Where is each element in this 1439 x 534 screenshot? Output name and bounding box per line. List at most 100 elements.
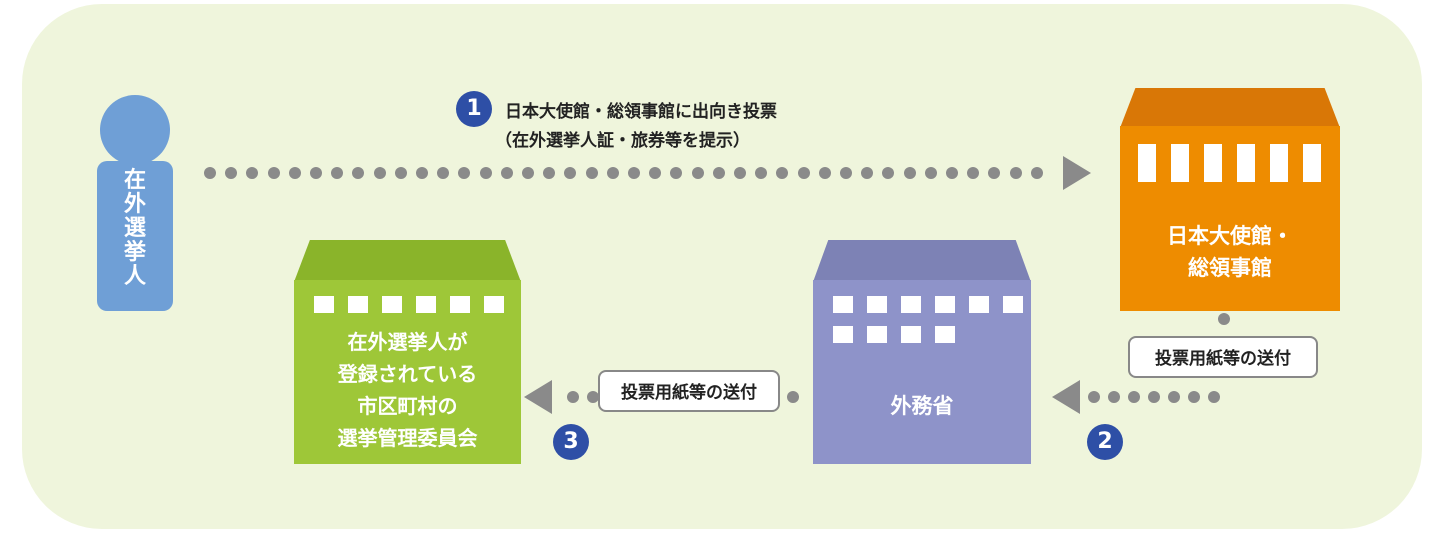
embassy-label-line1: 日本大使館・ xyxy=(1167,224,1293,248)
mofa-building: 外務省 xyxy=(813,240,1031,464)
step-3-arrowhead xyxy=(524,380,552,414)
embassy-label-line2: 総領事館 xyxy=(1188,256,1272,280)
embassy-window xyxy=(1237,144,1255,182)
committee-window xyxy=(348,296,368,313)
step-3-box: 投票用紙等の送付 xyxy=(598,370,780,412)
embassy-roof xyxy=(1120,88,1340,128)
step-1-dot xyxy=(649,167,661,179)
voter-label-char: 選 xyxy=(123,216,146,241)
step-1-dot xyxy=(374,167,386,179)
mofa-window xyxy=(969,296,989,313)
step-3-dot xyxy=(567,391,579,403)
voter-label: 在外選挙人 xyxy=(97,169,173,289)
step-1-dot xyxy=(543,167,555,179)
step-1-dot xyxy=(861,167,873,179)
step-1-dot xyxy=(564,167,576,179)
mofa-roof xyxy=(813,240,1031,282)
step-1-dot xyxy=(586,167,598,179)
mofa-window xyxy=(867,326,887,343)
committee-label-line1: 在外選挙人が xyxy=(347,330,468,354)
embassy-window xyxy=(1270,144,1288,182)
step-1-dot xyxy=(670,167,682,179)
step-2-arrowhead xyxy=(1052,380,1080,414)
step-1-dot xyxy=(967,167,979,179)
mofa-window xyxy=(935,326,955,343)
step-1-dot xyxy=(988,167,1000,179)
step-1-dot xyxy=(310,167,322,179)
step-2-dot xyxy=(1218,313,1230,325)
step-1-dot xyxy=(458,167,470,179)
step-1-dot xyxy=(225,167,237,179)
committee-label-line3: 市区町村の xyxy=(357,394,458,418)
step-1-dot xyxy=(776,167,788,179)
step-1-dot xyxy=(882,167,894,179)
committee-window xyxy=(450,296,470,313)
voter-body xyxy=(97,161,173,311)
committee-window xyxy=(416,296,436,313)
step-2-dot xyxy=(1148,391,1160,403)
step-1-badge: 1 xyxy=(456,91,492,127)
step-1-dot xyxy=(904,167,916,179)
voter-label-char: 在 xyxy=(123,168,146,193)
embassy-window xyxy=(1204,144,1222,182)
step-1-dot xyxy=(268,167,280,179)
step-1-label-line2: （在外選挙人証・旅券等を提示） xyxy=(495,131,750,151)
step-1-dot xyxy=(607,167,619,179)
voter-label-char: 人 xyxy=(123,264,146,289)
step-1-dot xyxy=(628,167,640,179)
step-1-dot xyxy=(1031,167,1043,179)
committee-roof xyxy=(294,240,521,282)
mofa-window xyxy=(935,296,955,313)
voter-head xyxy=(100,95,170,165)
step-1-dot xyxy=(416,167,428,179)
step-1-dot xyxy=(1010,167,1022,179)
step-2-dot xyxy=(1088,391,1100,403)
committee-window xyxy=(314,296,334,313)
step-1-dot xyxy=(480,167,492,179)
step-3-dot-right xyxy=(787,391,799,403)
step-1-dot xyxy=(352,167,364,179)
step-1-dot xyxy=(713,167,725,179)
step-1-label-line1: 日本大使館・総領事館に出向き投票 xyxy=(505,102,777,122)
step-1-dot xyxy=(755,167,767,179)
step-1-dot xyxy=(946,167,958,179)
step-1-dot xyxy=(925,167,937,179)
mofa-label: 外務省 xyxy=(890,394,954,418)
step-2-dot xyxy=(1168,391,1180,403)
embassy-window xyxy=(1303,144,1321,182)
step-1-dot xyxy=(437,167,449,179)
step-1-dot xyxy=(692,167,704,179)
step-1-dot xyxy=(840,167,852,179)
step-1-arrowhead xyxy=(1063,156,1091,190)
step-1-dot xyxy=(819,167,831,179)
step-2-dot xyxy=(1108,391,1120,403)
committee-building: 在外選挙人が 登録されている 市区町村の 選挙管理委員会 xyxy=(294,240,521,464)
step-3-badge: 3 xyxy=(553,424,589,460)
step-1-dot xyxy=(798,167,810,179)
step-2-box: 投票用紙等の送付 xyxy=(1128,336,1318,378)
step-2-badge: 2 xyxy=(1087,424,1123,460)
committee-label-line4: 選挙管理委員会 xyxy=(337,426,478,450)
step-1-dot xyxy=(734,167,746,179)
voter-label-char: 挙 xyxy=(123,240,146,265)
committee-window xyxy=(484,296,504,313)
mofa-window xyxy=(901,296,921,313)
embassy-building: 日本大使館・ 総領事館 xyxy=(1120,88,1340,311)
step-1-dot xyxy=(522,167,534,179)
step-3-dot xyxy=(587,391,599,403)
embassy-label: 日本大使館・ 総領事館 xyxy=(1120,220,1340,284)
mofa-window xyxy=(833,326,853,343)
step-1-dot xyxy=(501,167,513,179)
step-2-dot xyxy=(1128,391,1140,403)
step-1-dot xyxy=(289,167,301,179)
mofa-window xyxy=(833,296,853,313)
committee-label-line2: 登録されている xyxy=(337,362,478,386)
committee-window xyxy=(382,296,402,313)
embassy-window xyxy=(1171,144,1189,182)
mofa-window xyxy=(1003,296,1023,313)
step-1-dot xyxy=(246,167,258,179)
step-1-dot xyxy=(204,167,216,179)
step-2-dot xyxy=(1208,391,1220,403)
step-2-dot xyxy=(1188,391,1200,403)
voter-figure: 在外選挙人 xyxy=(97,95,173,311)
